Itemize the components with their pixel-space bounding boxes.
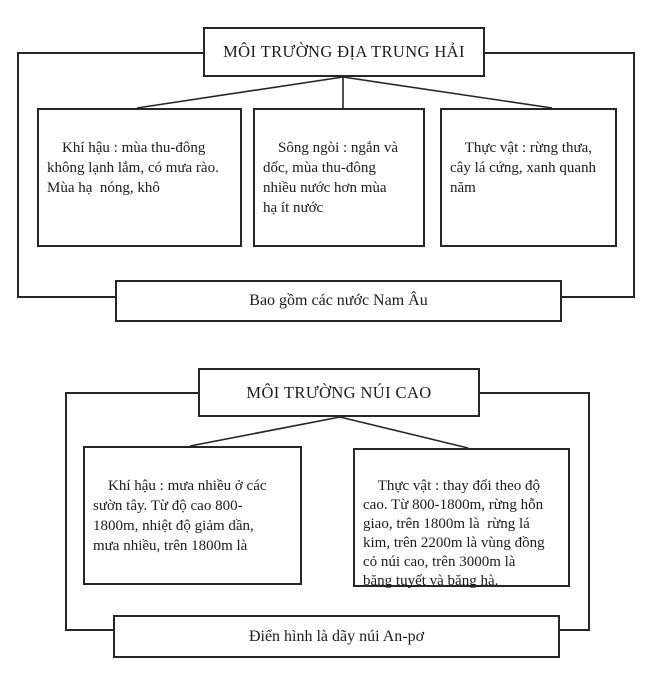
mediterranean-rivers-box: Sông ngòi : ngắn và dốc, mùa thu-đông nh… (253, 108, 425, 247)
mediterranean-vegetation-box: Thực vật : rừng thưa, cây lá cứng, xanh … (440, 108, 617, 247)
mediterranean-title-box: MÔI TRƯỜNG ĐỊA TRUNG HẢI (203, 27, 485, 77)
mountain-title: MÔI TRƯỜNG NÚI CAO (246, 382, 432, 402)
mediterranean-vegetation-text: Thực vật : rừng thưa, cây lá cứng, xanh … (450, 140, 596, 196)
mountain-climate-box: Khí hậu : mưa nhiều ở các sườn tây. Từ đ… (83, 446, 302, 585)
connector-medit-vegetation (342, 76, 553, 109)
mediterranean-climate-text: Khí hậu : mùa thu-đông không lạnh lắm, c… (47, 140, 219, 196)
mountain-vegetation-text: Thực vật : thay đổi theo độ cao. Từ 800-… (363, 478, 545, 589)
connector-medit-climate (136, 76, 344, 109)
south-europe-label-box: Bao gồm các nước Nam Âu (115, 280, 562, 322)
mediterranean-climate-box: Khí hậu : mùa thu-đông không lạnh lắm, c… (37, 108, 242, 247)
mountain-vegetation-box: Thực vật : thay đổi theo độ cao. Từ 800-… (353, 448, 570, 589)
mountain-climate-text: Khí hậu : mưa nhiều ở các sườn tây. Từ đ… (93, 478, 267, 554)
mountain-title-box: MÔI TRƯỜNG NÚI CAO (198, 368, 480, 417)
mediterranean-rivers-text: Sông ngòi : ngắn và dốc, mùa thu-đông nh… (263, 140, 398, 216)
alps-label-box: Điển hình là dãy núi An-pơ (113, 615, 560, 658)
alps-label: Điển hình là dãy núi An-pơ (248, 627, 425, 645)
connector-mountain-climate (189, 416, 341, 447)
connector-mountain-vegetation (339, 416, 469, 449)
south-europe-label: Bao gồm các nước Nam Âu (249, 292, 428, 309)
mediterranean-title: MÔI TRƯỜNG ĐỊA TRUNG HẢI (223, 42, 465, 61)
